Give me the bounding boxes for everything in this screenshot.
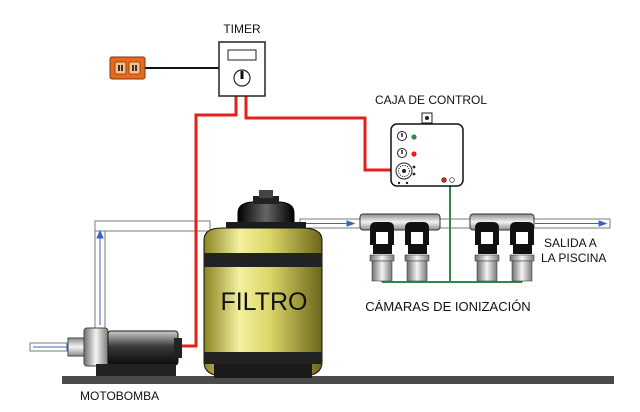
chamber-3 <box>474 222 500 282</box>
signal-wires <box>381 186 523 283</box>
timer-dial-icon <box>233 69 251 87</box>
indicator-led-icon <box>397 134 455 185</box>
timer-label: TIMER <box>223 22 261 36</box>
filter-tank <box>203 190 323 378</box>
wall-outlet-icon <box>109 56 146 80</box>
timer-box <box>218 41 266 97</box>
power-wires <box>180 96 392 348</box>
chamber-4 <box>509 222 535 282</box>
timer-display <box>227 49 257 61</box>
water-flow-arrow-icon <box>33 220 608 351</box>
control-knob-icon <box>395 131 413 180</box>
outlet-label-line2: LA PISCINA <box>541 251 606 265</box>
control-box-label: CAJA DE CONTROL <box>375 93 487 107</box>
chamber-2 <box>404 222 430 282</box>
outlet-label-line1: SALIDA A <box>544 236 597 250</box>
ground-slab <box>62 376 614 384</box>
filter-label: FILTRO <box>220 288 307 316</box>
pump-label: MOTOBOMBA <box>80 389 159 403</box>
control-box <box>390 112 464 187</box>
chamber-1 <box>369 222 395 282</box>
pump <box>67 327 182 376</box>
ionization-chambers <box>359 213 535 282</box>
ionization-chambers-label: CÁMARAS DE IONIZACIÓN <box>365 299 530 314</box>
